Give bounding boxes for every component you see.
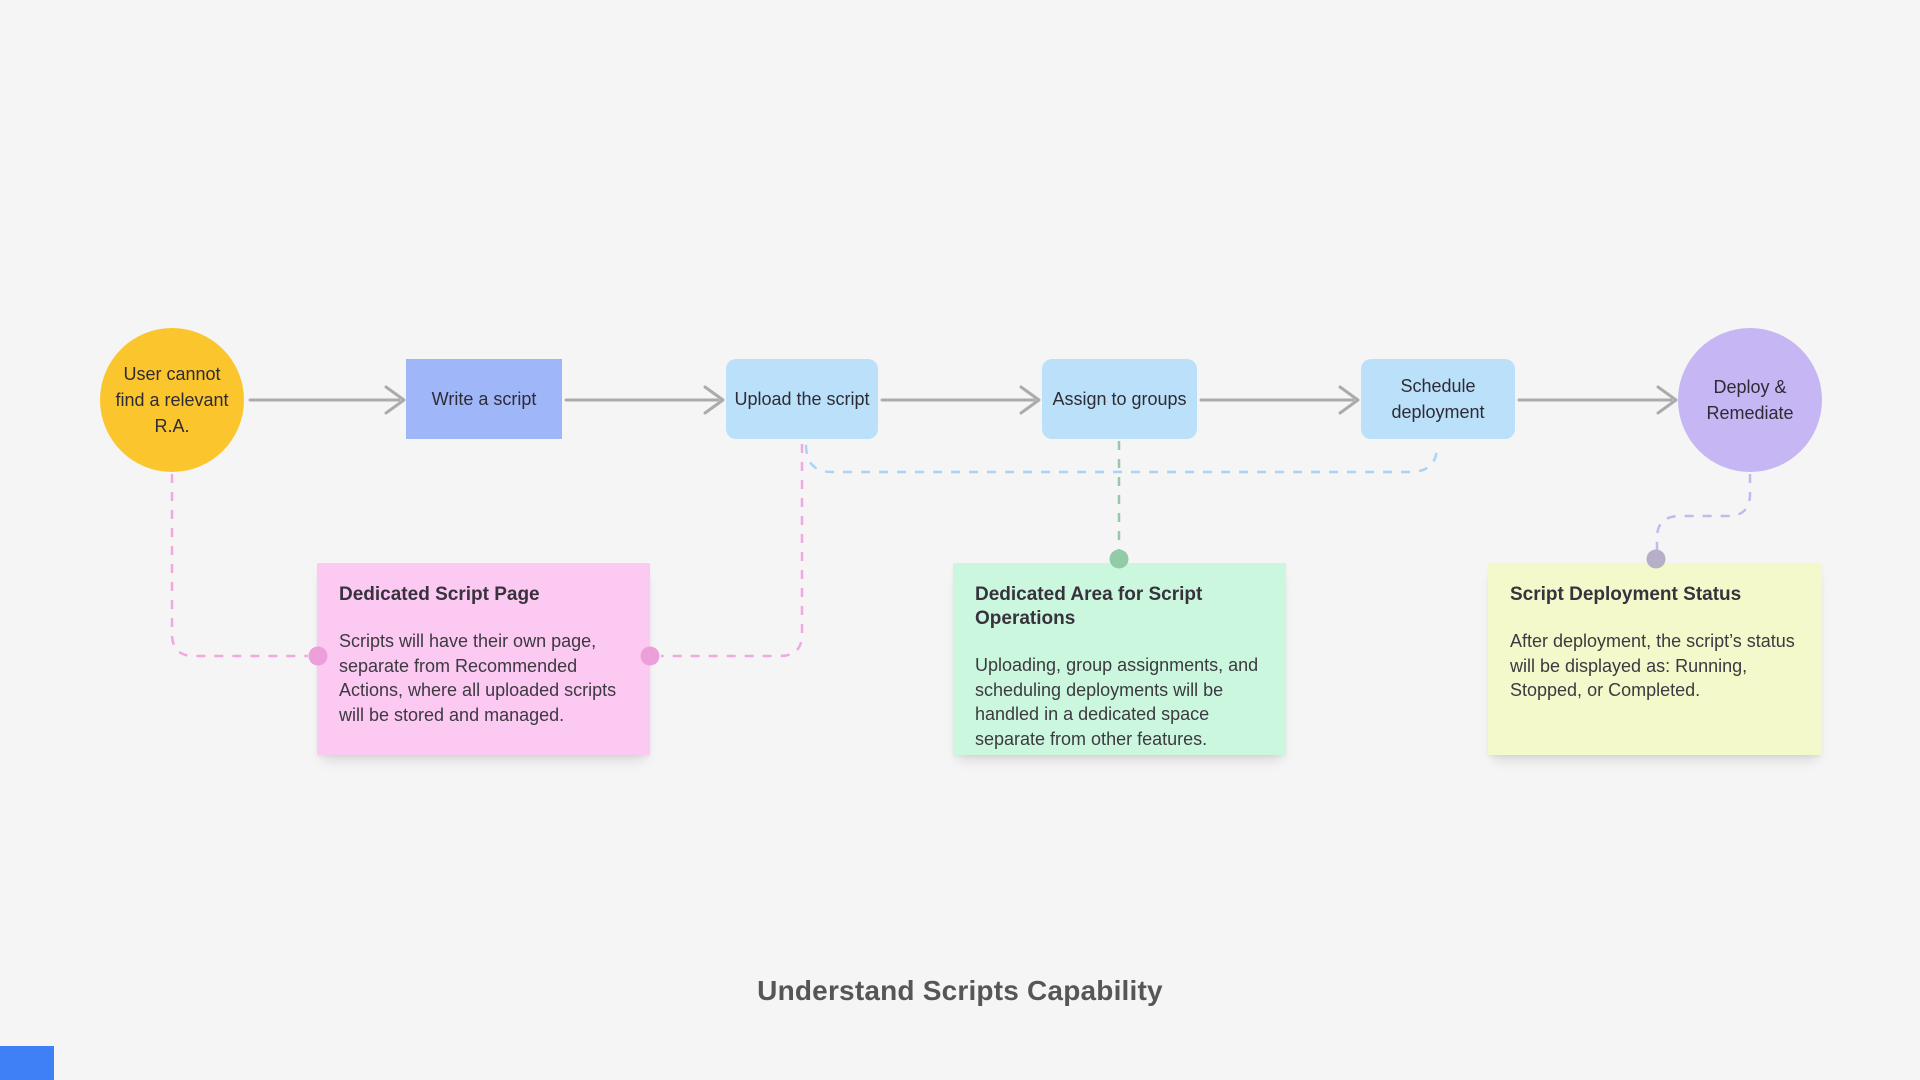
flow-node-schedule-deployment[interactable]: Schedule deployment	[1361, 359, 1515, 439]
dashed-connector-start-to-pink-note[interactable]	[170, 474, 308, 658]
flow-node-start-circle[interactable]: User cannot find a relevant R.A.	[100, 328, 244, 472]
flow-arrow-1[interactable]	[248, 385, 406, 415]
sticky-note-body: After deployment, the script’s status wi…	[1510, 631, 1795, 700]
connector-dot-pink-left[interactable]	[308, 646, 328, 666]
flow-arrow-3[interactable]	[880, 385, 1041, 415]
flow-arrow-5[interactable]	[1517, 385, 1678, 415]
dashed-connector-end-to-yellow-note[interactable]	[1655, 474, 1752, 550]
connector-dot-lavender[interactable]	[1646, 549, 1666, 569]
arrowhead-icon	[703, 385, 725, 415]
sticky-note-title: Dedicated Area for Script Operations	[975, 584, 1203, 629]
connector-dot-green[interactable]	[1109, 549, 1129, 569]
flow-node-label: User cannot find a relevant R.A.	[115, 364, 229, 436]
flow-node-upload-script[interactable]: Upload the script	[726, 359, 878, 439]
connector-dot-pink-right[interactable]	[640, 646, 660, 666]
board-caption[interactable]: Understand Scripts Capability	[757, 975, 1163, 1006]
sticky-note-script-operations[interactable]: Dedicated Area for Script Operations Upl…	[953, 563, 1286, 755]
sticky-note-title: Dedicated Script Page	[339, 584, 540, 605]
flow-node-label: Schedule deployment	[1391, 376, 1485, 422]
flow-node-label: Deploy & Remediate	[1706, 377, 1794, 423]
sticky-note-title: Script Deployment Status	[1510, 584, 1742, 605]
arrowhead-icon	[1656, 385, 1678, 415]
arrowhead-icon	[1338, 385, 1360, 415]
flow-node-label: Write a script	[431, 389, 537, 409]
dashed-connector-upload-to-pink-note[interactable]	[661, 444, 804, 658]
flow-arrow-2[interactable]	[564, 385, 725, 415]
arrowhead-icon	[1019, 385, 1041, 415]
flow-node-label: Upload the script	[734, 389, 870, 409]
arrowhead-icon	[384, 385, 406, 415]
bottom-left-blue-fragment	[0, 1046, 54, 1080]
sticky-note-dedicated-script-page[interactable]: Dedicated Script Page Scripts will have …	[317, 563, 650, 755]
flow-node-assign-groups[interactable]: Assign to groups	[1042, 359, 1197, 439]
dashed-connector-upload-to-schedule[interactable]	[804, 444, 1439, 474]
sticky-note-body: Uploading, group assignments, and schedu…	[975, 655, 1259, 749]
flow-node-label: Assign to groups	[1052, 389, 1187, 409]
flow-node-write-script[interactable]: Write a script	[406, 359, 562, 439]
sticky-note-deployment-status[interactable]: Script Deployment Status After deploymen…	[1488, 563, 1822, 755]
flow-node-deploy-remediate-circle[interactable]: Deploy & Remediate	[1678, 328, 1822, 472]
flow-arrow-4[interactable]	[1199, 385, 1360, 415]
sticky-note-body: Scripts will have their own page, separa…	[339, 631, 617, 725]
